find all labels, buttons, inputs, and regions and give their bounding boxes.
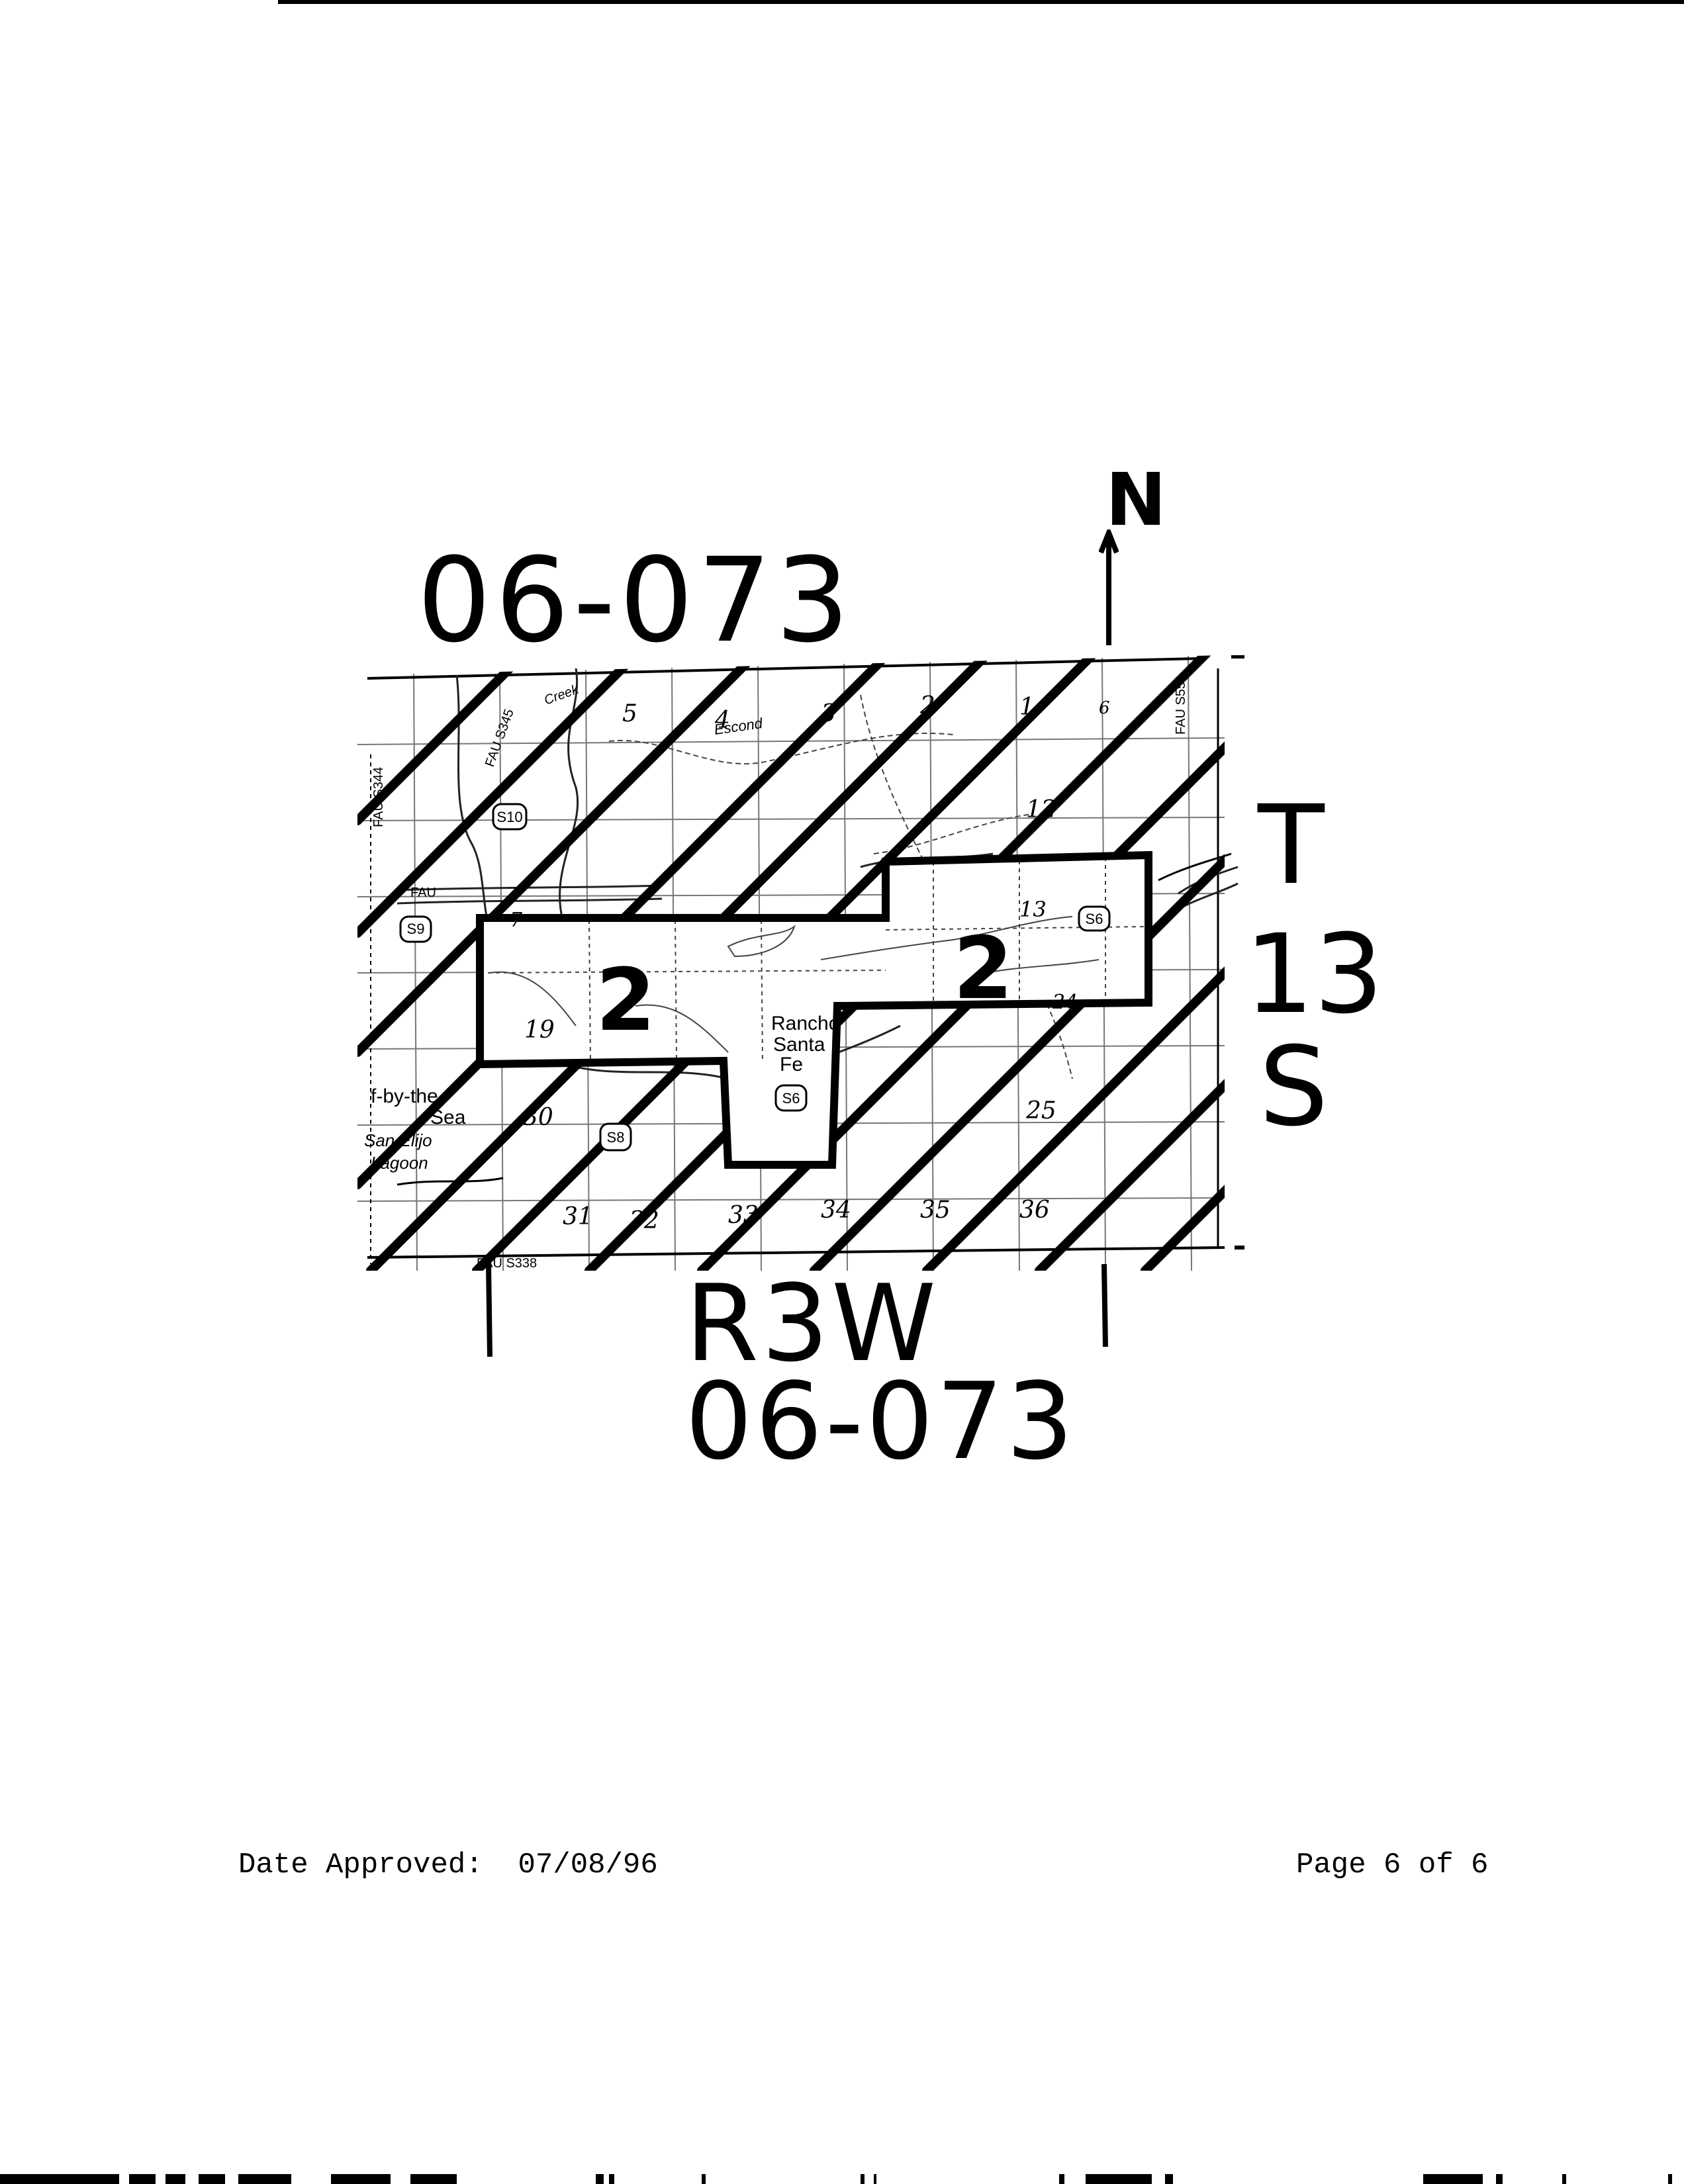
- north-label: N: [1105, 457, 1167, 542]
- place-rancho: Rancho: [771, 1013, 839, 1034]
- section-number: 34: [821, 1197, 851, 1224]
- scan-barcode-strip: [0, 2174, 1672, 2184]
- fau-label-s551: FAU S551: [1174, 674, 1188, 735]
- section-number: 1: [1019, 694, 1035, 721]
- section-number: 6: [1099, 698, 1110, 718]
- section-number: 31: [563, 1203, 593, 1230]
- range-ticks: [486, 1264, 1108, 1357]
- map-border: [367, 1246, 1225, 1259]
- label-lagoon: Lagoon: [371, 1153, 428, 1173]
- range-label: R3W: [685, 1261, 939, 1385]
- label-san-elijo: San Elijo: [364, 1130, 432, 1150]
- north-arrow-icon: [1099, 529, 1119, 645]
- date-approved-value: 07/08/96: [518, 1848, 658, 1882]
- zone-label-right: 2: [953, 918, 1013, 1019]
- section-number: 2: [919, 692, 935, 719]
- zone-boundary: [480, 855, 1148, 1165]
- map-id-top: 06-073: [417, 533, 854, 668]
- map-id-bottom: 06-073: [685, 1359, 1076, 1483]
- page-number: Page 6 of 6: [1296, 1848, 1489, 1882]
- place-santa: Santa: [773, 1034, 825, 1056]
- route-shield-s8: S8: [607, 1129, 625, 1146]
- fau-label: FAU: [410, 886, 436, 900]
- section-number: 36: [1019, 1197, 1050, 1224]
- range-tick-left: [486, 1264, 492, 1357]
- section-number: 13: [1019, 897, 1047, 922]
- section-number: 32: [629, 1207, 659, 1234]
- date-approved-label: Date Approved:: [238, 1848, 483, 1882]
- section-number: 3: [821, 700, 836, 727]
- section-number: 12: [1026, 796, 1056, 823]
- route-shield-s9: S9: [407, 921, 425, 937]
- route-shield-s6-east: S6: [1086, 911, 1103, 927]
- date-approved: Date Approved: 07/08/96: [238, 1850, 658, 1880]
- place-fe: Fe: [780, 1054, 803, 1075]
- label-by-the-sea: f-by-the-: [371, 1085, 445, 1107]
- section-number: 7: [510, 909, 523, 932]
- zone-outline: [476, 850, 1152, 1169]
- township-direction: S: [1259, 1023, 1329, 1150]
- section-number: 25: [1025, 1097, 1056, 1124]
- fau-label-s344: FAU S344: [371, 767, 386, 827]
- route-shields: S10 S9 S8 S6 S6: [399, 803, 1111, 1152]
- section-number: 30: [523, 1104, 553, 1131]
- township-number: 13: [1244, 911, 1383, 1038]
- range-tick-right: [1101, 1264, 1108, 1347]
- place-names: Rancho Santa Fe Escond Creek f-by-the- S…: [364, 682, 839, 1173]
- route-shield-s6-south: S6: [782, 1090, 800, 1107]
- top-rule: [278, 0, 1684, 4]
- section-number: 33: [728, 1202, 759, 1229]
- township-letter: T: [1258, 782, 1325, 909]
- section-number: 19: [524, 1017, 555, 1044]
- section-number: 24: [1052, 991, 1078, 1014]
- section-numbers: 5 4 3 2 1 6 12 7 13 19 24 25 30 31 32 33…: [510, 692, 1110, 1234]
- fau-label-s338: FAU S338: [477, 1256, 537, 1271]
- section-number: 5: [622, 700, 637, 727]
- section-number: 4: [714, 707, 730, 734]
- route-shield-s10: S10: [496, 809, 522, 825]
- label-sea: Sea: [430, 1107, 466, 1128]
- section-number: 35: [920, 1197, 951, 1224]
- map: S10 S9 S8 S6 S6 FAU FAU S345 FAU S344 FA…: [357, 655, 1244, 1271]
- zone-label-left: 2: [596, 950, 655, 1050]
